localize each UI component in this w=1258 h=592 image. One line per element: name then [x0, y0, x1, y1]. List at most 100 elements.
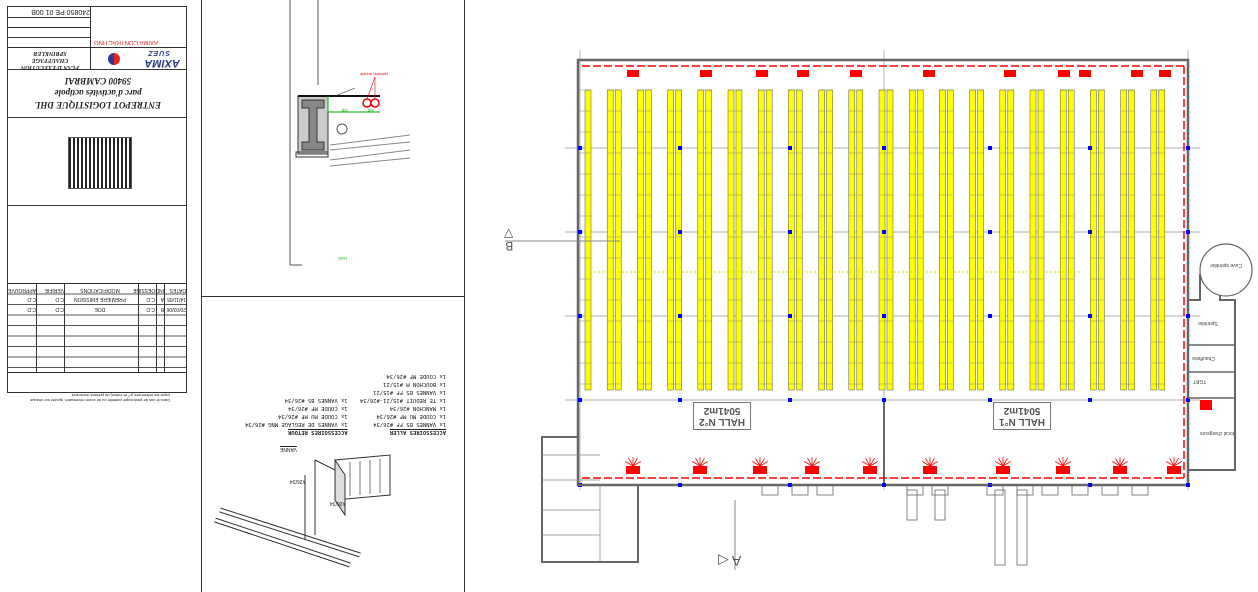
heater-unit [1004, 70, 1016, 77]
heater-ray [925, 458, 931, 467]
rack [826, 89, 833, 391]
revision-table: DATES IND DESSINE MODIFICATIONS VERIFIE … [8, 283, 186, 373]
heater-ray [632, 461, 641, 467]
sprinkler-tank [1199, 243, 1253, 297]
heater-unit [627, 70, 639, 77]
column-node [788, 483, 792, 487]
heater-ray [759, 461, 768, 467]
hall-2-label: HALL N°2 5041m2 [693, 402, 752, 430]
room-cuve-sprinkler: Cuve sprinkler [1210, 262, 1242, 268]
heater-ray [1058, 458, 1064, 467]
rack [735, 89, 743, 391]
column-node [788, 398, 792, 402]
heater-unit [850, 70, 862, 77]
rack [788, 89, 795, 391]
column-node [1088, 314, 1092, 318]
heater-ray [625, 461, 634, 467]
column-node [678, 483, 682, 487]
rack [908, 89, 916, 391]
rack [765, 89, 773, 391]
column-node [788, 146, 792, 150]
heater-unit [700, 70, 712, 77]
rack [1158, 89, 1166, 391]
heater-ray [998, 458, 1004, 467]
rack [606, 89, 614, 391]
rack [705, 89, 713, 391]
heater-ray [752, 461, 761, 467]
column-node [988, 146, 992, 150]
heater-ray [1062, 458, 1068, 467]
heater-ray [755, 458, 761, 467]
heater-ray [1062, 461, 1071, 467]
column-node [678, 146, 682, 150]
column-node [1088, 398, 1092, 402]
heater-unit [1058, 70, 1070, 77]
column-node [882, 314, 886, 318]
heater-ray [1119, 461, 1128, 467]
heater-unit [626, 466, 640, 474]
hall-2-name: HALL N°2 [699, 416, 746, 427]
loading-dock [1131, 484, 1149, 496]
column-node [578, 398, 582, 402]
column-node [578, 146, 582, 150]
column-node [1186, 483, 1190, 487]
column-node [988, 398, 992, 402]
rack [1067, 89, 1075, 391]
office-block-wall [541, 436, 639, 563]
heater-unit [797, 70, 809, 77]
hall-1-area: 5041m2 [1003, 405, 1041, 416]
section-b-label: B [505, 239, 514, 253]
heater-ray [995, 461, 1004, 467]
rack [1150, 89, 1158, 391]
column-node [882, 483, 886, 487]
column-node [1186, 314, 1190, 318]
heater-ray [811, 461, 820, 467]
column-node [882, 146, 886, 150]
column-node [788, 230, 792, 234]
column-node [678, 314, 682, 318]
heater-unit [1056, 466, 1070, 474]
heater-unit [1167, 466, 1181, 474]
compactor [906, 489, 918, 521]
heater-ray [692, 461, 701, 467]
boiler-unit [1200, 400, 1212, 410]
heater-ray [862, 461, 871, 467]
heater-unit [1159, 70, 1171, 77]
rack [916, 89, 924, 391]
room-sprinkler: Sprinkler [1198, 320, 1218, 326]
loading-dock [1071, 484, 1089, 496]
truck-bay [994, 489, 1006, 566]
heater-ray [865, 458, 871, 467]
heater-ray [929, 458, 935, 467]
heater-ray [1173, 458, 1179, 467]
truck-bay [1016, 489, 1028, 566]
heater-unit [1079, 70, 1091, 77]
rack [614, 89, 622, 391]
rack [1029, 89, 1037, 391]
heater-ray [699, 461, 708, 467]
rack [727, 89, 735, 391]
rack [856, 89, 864, 391]
rack [1098, 89, 1105, 391]
column-node [882, 230, 886, 234]
column-node [1088, 483, 1092, 487]
column-node [578, 230, 582, 234]
section-a-label: A [732, 553, 742, 569]
heater-ray [1166, 461, 1175, 467]
hall-1-name: HALL N°1 [999, 416, 1046, 427]
rack [757, 89, 765, 391]
hall-2-area: 5041m2 [703, 405, 741, 416]
heater-ray [922, 461, 931, 467]
heater-unit [996, 466, 1010, 474]
heater-unit [923, 466, 937, 474]
compactor [934, 489, 946, 521]
heater-ray [929, 461, 938, 467]
heater-ray [1112, 461, 1121, 467]
title-block: 240850 PE 01 00B PLAN D'EXECUTION CHAUFF… [7, 6, 187, 393]
rack [1128, 89, 1135, 391]
rack [848, 89, 856, 391]
heater-unit [863, 466, 877, 474]
rack [796, 89, 803, 391]
heater-ray [632, 458, 638, 467]
beam-sprinkler-detail [289, 0, 411, 266]
